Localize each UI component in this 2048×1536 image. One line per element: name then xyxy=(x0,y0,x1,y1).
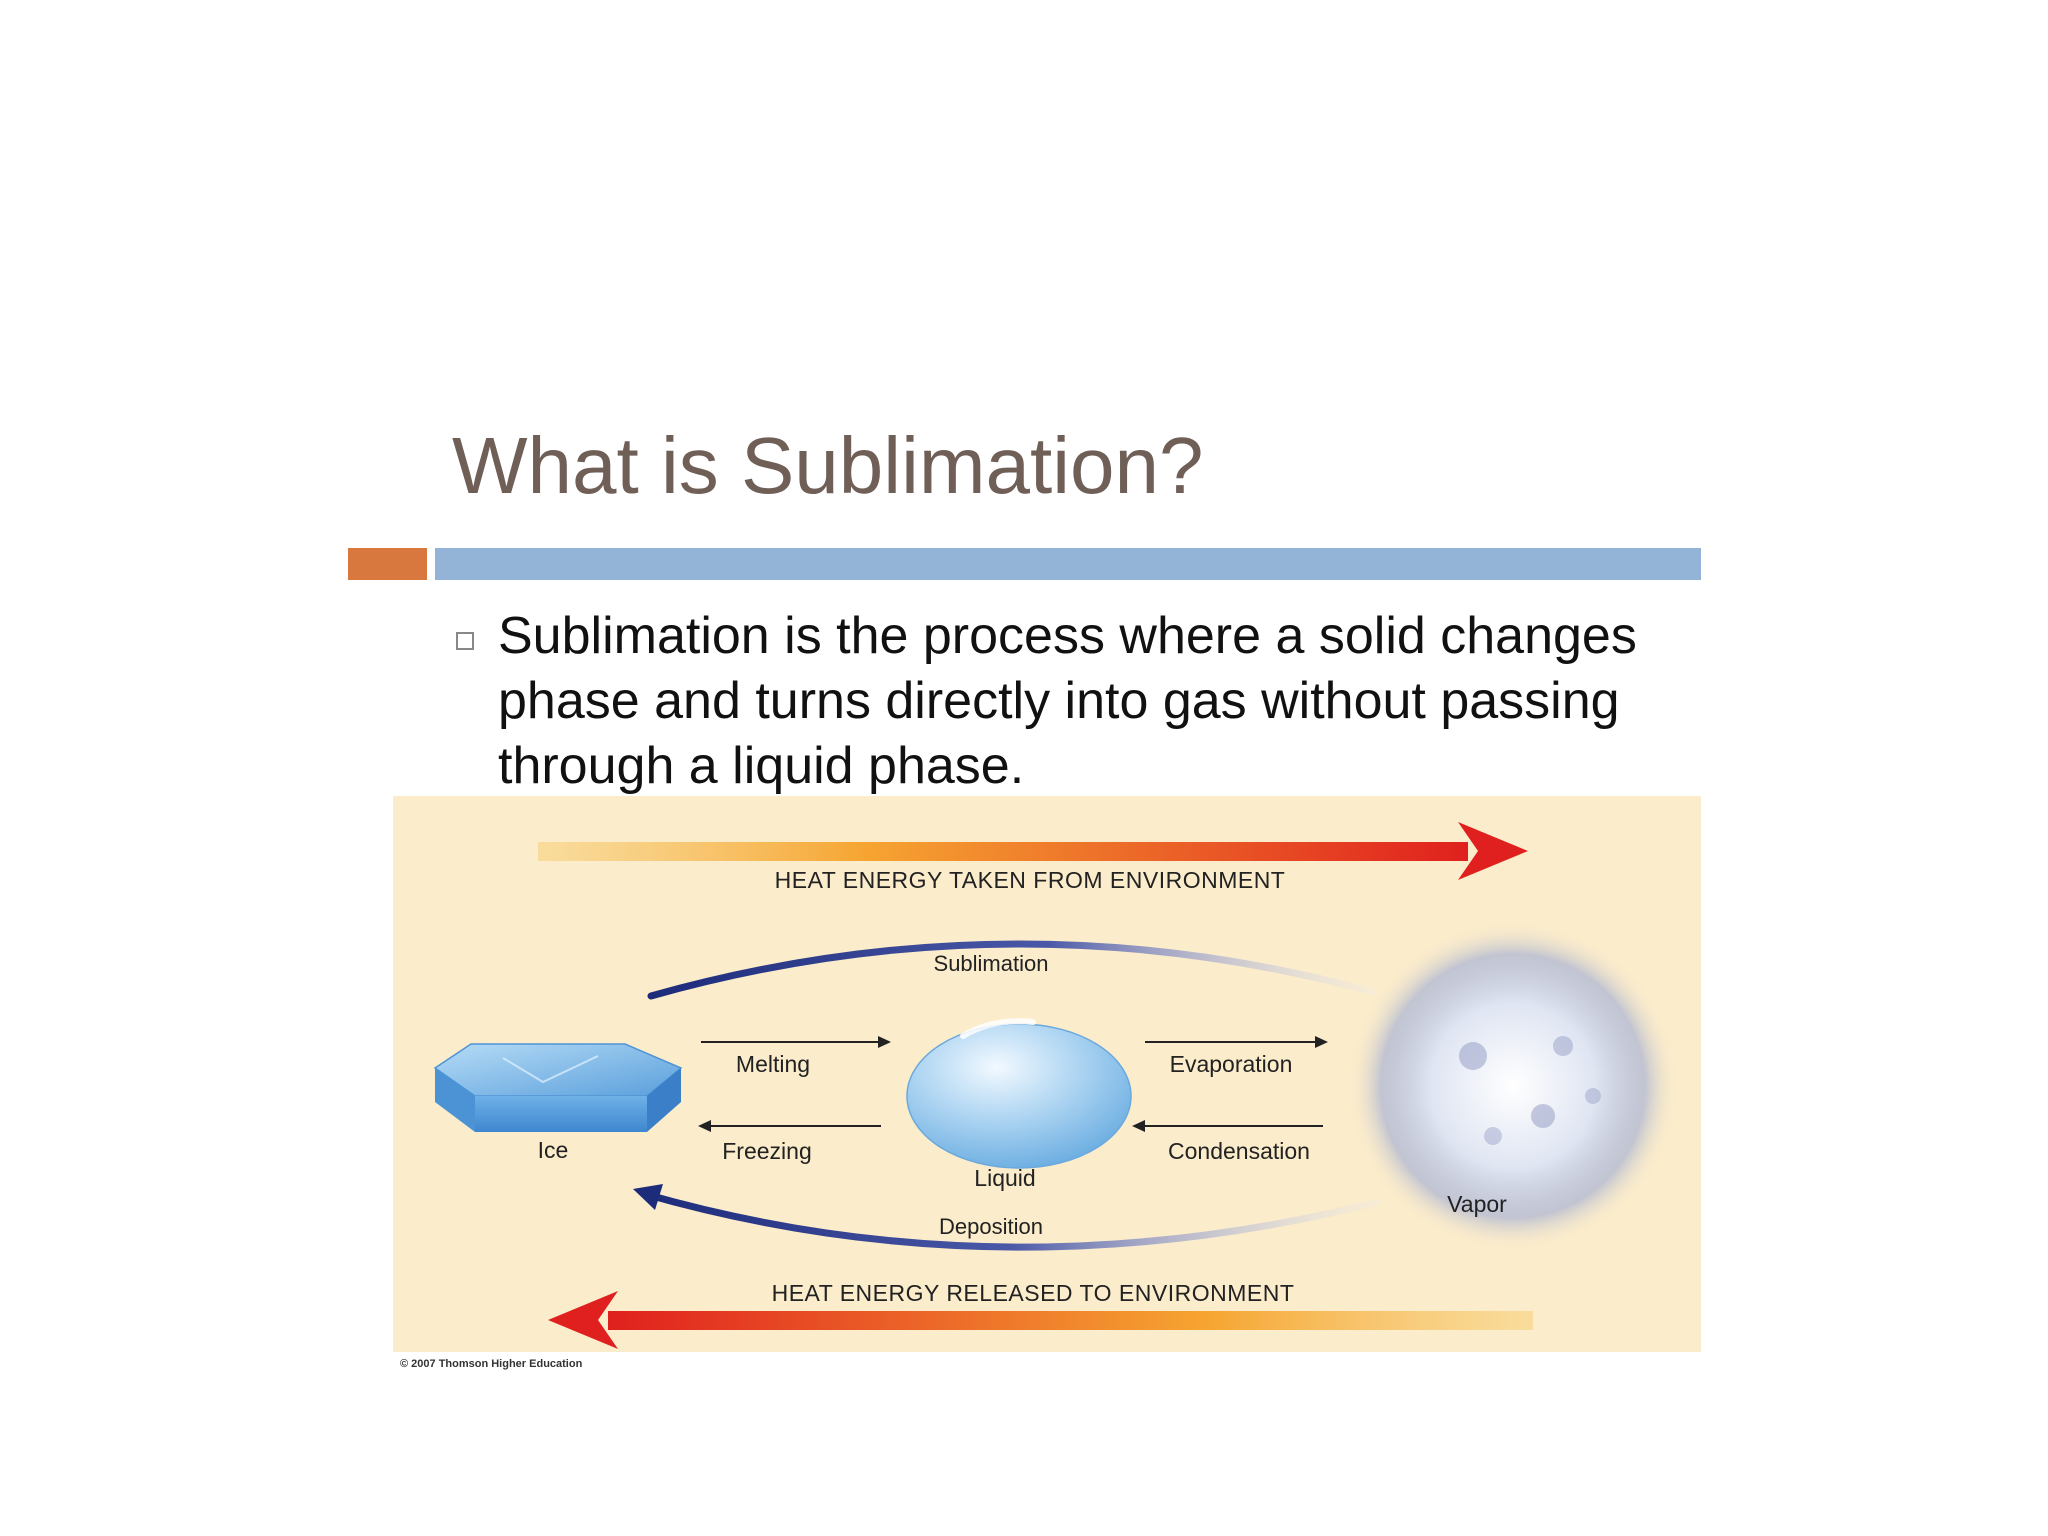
deposition-arrow xyxy=(633,1184,1382,1251)
condensation-arrow xyxy=(1132,1120,1323,1132)
vapor-label: Vapor xyxy=(1447,1191,1507,1217)
melting-arrow xyxy=(701,1036,891,1048)
evaporation-label: Evaporation xyxy=(1170,1051,1293,1077)
heat-taken-arrow xyxy=(538,822,1528,880)
accent-bar-blue xyxy=(435,548,1701,580)
liquid-drop-icon xyxy=(906,1018,1132,1169)
bullet-text: Sublimation is the process where a solid… xyxy=(498,607,1637,795)
ice-label: Ice xyxy=(538,1137,569,1163)
evaporation-arrow xyxy=(1145,1036,1328,1048)
condensation-label: Condensation xyxy=(1168,1138,1310,1164)
ice-crystal-icon xyxy=(433,1043,683,1132)
phase-change-diagram: HEAT ENERGY TAKEN FROM ENVIRONMENT Subli… xyxy=(393,796,1701,1352)
sublimation-label: Sublimation xyxy=(934,951,1049,976)
heat-released-label: HEAT ENERGY RELEASED TO ENVIRONMENT xyxy=(772,1280,1295,1306)
copyright-notice: © 2007 Thomson Higher Education xyxy=(400,1358,583,1370)
heat-taken-label: HEAT ENERGY TAKEN FROM ENVIRONMENT xyxy=(775,867,1286,893)
freezing-arrow xyxy=(698,1120,881,1132)
bullet-square-icon xyxy=(456,632,474,650)
melting-label: Melting xyxy=(736,1051,810,1077)
accent-bar-orange xyxy=(348,548,427,580)
deposition-label: Deposition xyxy=(939,1214,1043,1239)
liquid-label: Liquid xyxy=(974,1165,1035,1191)
freezing-label: Freezing xyxy=(722,1138,811,1164)
slide-title: What is Sublimation? xyxy=(452,421,1204,510)
sublimation-arrow xyxy=(647,940,1377,1000)
vapor-cloud-icon xyxy=(1348,921,1678,1251)
heat-released-arrow xyxy=(548,1291,1533,1349)
